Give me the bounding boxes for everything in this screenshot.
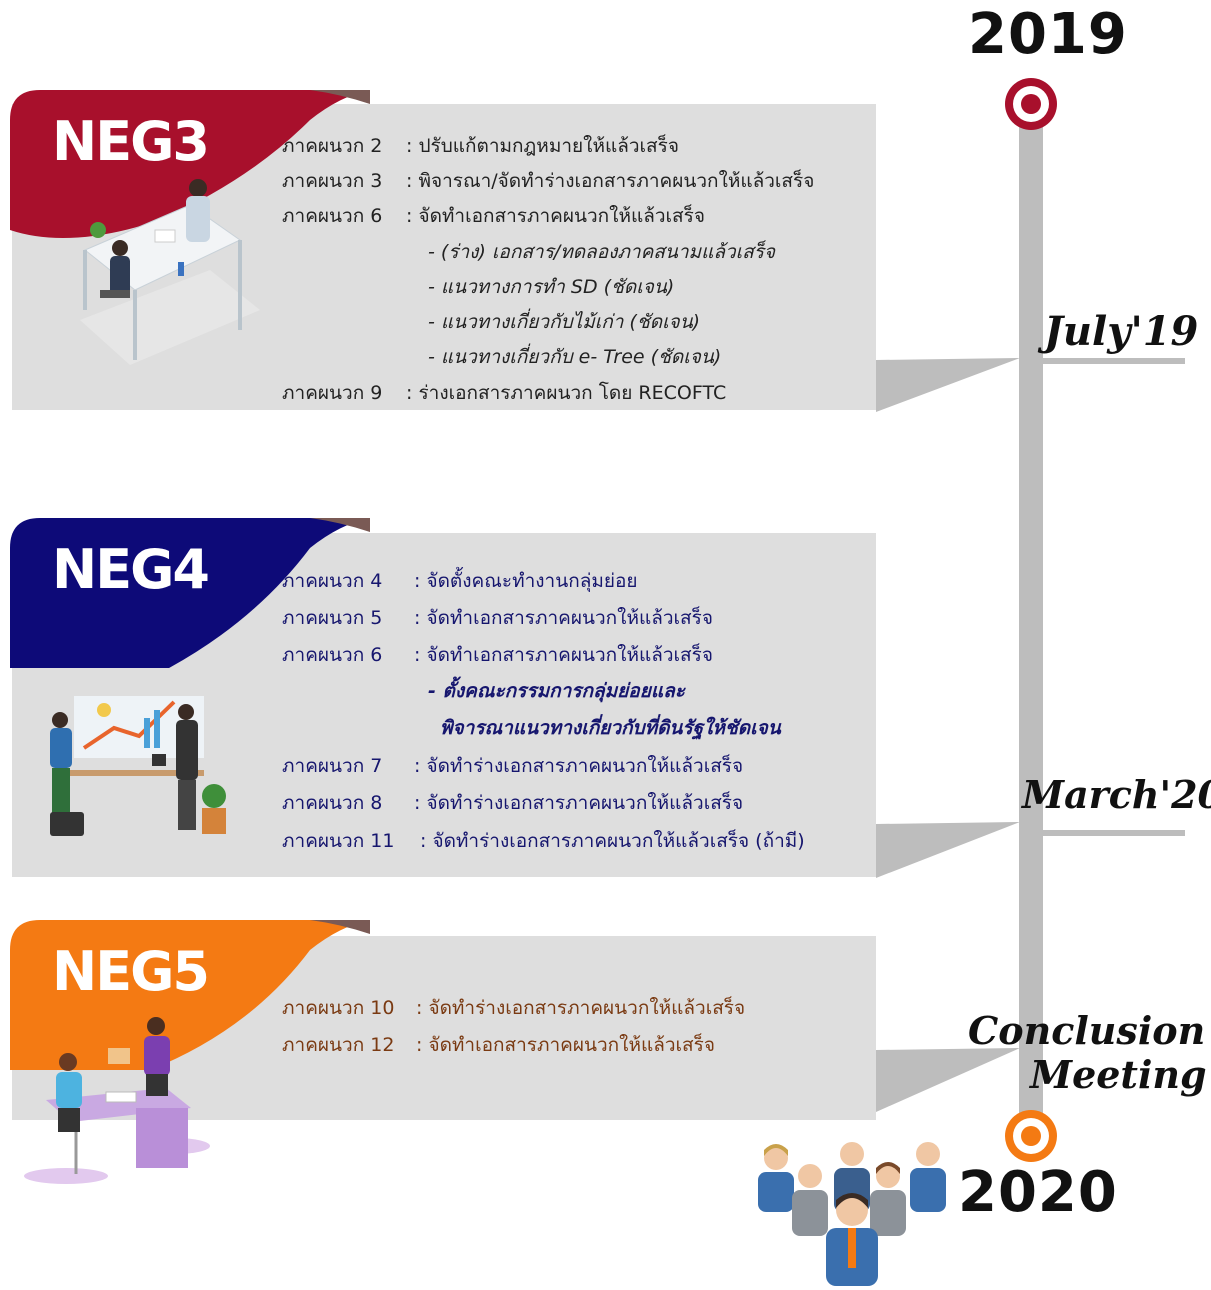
annex-text: : จัดทำร่างเอกสารภาคผนวกให้แล้วเสร็จ <box>416 997 746 1019</box>
annex-text: : จัดทำร่างเอกสารภาคผนวกให้แล้วเสร็จ (ถ้… <box>420 830 805 852</box>
annex-label: ภาคผนวก 7 <box>282 755 383 777</box>
neg3-tab <box>10 90 370 240</box>
neg4-title: NEG4 <box>52 538 210 601</box>
office-meeting-illustration <box>80 179 260 365</box>
annex-label: ภาคผนวก 6 <box>282 644 383 666</box>
annex-label: ภาคผนวก 11 <box>282 830 395 852</box>
annex-label: ภาคผนวก 2 <box>282 135 383 157</box>
annex-text: : พิจารณา/จัดทำร่างเอกสารภาคผนวกให้แล้วเ… <box>406 170 815 192</box>
milestone-conclusion: Conclusion <box>968 1008 1206 1053</box>
sub-item: - แนวทางการทำ SD (ชัดเจน) <box>428 276 675 298</box>
end-marker-icon <box>1005 1110 1057 1162</box>
connector-neg5 <box>876 1048 1020 1112</box>
annex-text: : จัดทำเอกสารภาคผนวกให้แล้วเสร็จ <box>414 607 713 629</box>
connector-neg3 <box>876 358 1020 412</box>
annex-label: ภาคผนวก 9 <box>282 382 383 404</box>
business-chart-illustration <box>50 696 226 836</box>
milestone-underline <box>1040 358 1185 364</box>
annex-text: : ร่างเอกสารภาคผนวก โดย RECOFTC <box>406 382 727 404</box>
annex-text: : จัดทำเอกสารภาคผนวกให้แล้วเสร็จ <box>416 1034 715 1056</box>
end-year-label: 2020 <box>958 1160 1118 1225</box>
neg5-tab <box>10 920 370 1070</box>
meeting-group-illustration <box>758 1142 946 1286</box>
sub-item: - (ร่าง) เอกสาร/ทดลองภาคสนามแล้วเสร็จ <box>428 241 776 263</box>
milestone-july19: July'19 <box>1044 308 1199 355</box>
annex-label: ภาคผนวก 4 <box>282 570 383 592</box>
annex-text: : จัดทำเอกสารภาคผนวกให้แล้วเสร็จ <box>414 644 713 666</box>
annex-label: ภาคผนวก 6 <box>282 205 383 227</box>
annex-label: ภาคผนวก 5 <box>282 607 383 629</box>
sub-item: - ตั้งคณะกรรมการกลุ่มย่อยและ <box>428 680 685 702</box>
milestone-underline <box>1040 830 1185 836</box>
annex-text: : จัดทำร่างเอกสารภาคผนวกให้แล้วเสร็จ <box>414 755 744 777</box>
annex-label: ภาคผนวก 12 <box>282 1034 395 1056</box>
milestone-meeting: Meeting <box>1030 1052 1207 1097</box>
connector-neg4 <box>876 822 1020 878</box>
annex-label: ภาคผนวก 10 <box>282 997 395 1019</box>
milestone-march20: March'20 <box>1022 772 1211 817</box>
neg5-title: NEG5 <box>52 940 210 1003</box>
annex-text: : ปรับแก้ตามกฎหมายให้แล้วเสร็จ <box>406 135 679 157</box>
annex-text: : จัดทำเอกสารภาคผนวกให้แล้วเสร็จ <box>406 205 705 227</box>
neg4-tab <box>10 518 370 668</box>
neg3-title: NEG3 <box>52 110 210 173</box>
start-year-label: 2019 <box>968 2 1128 67</box>
start-marker-icon <box>1005 78 1057 130</box>
office-work-illustration <box>24 1017 210 1184</box>
sub-item: - แนวทางเกี่ยวกับ e- Tree (ชัดเจน) <box>428 346 722 368</box>
annex-text: : จัดตั้งคณะทำงานกลุ่มย่อย <box>414 570 638 592</box>
sub-item: พิจารณาแนวทางเกี่ยวกับที่ดินรัฐให้ชัดเจน <box>440 717 781 739</box>
annex-label: ภาคผนวก 3 <box>282 170 383 192</box>
annex-label: ภาคผนวก 8 <box>282 792 383 814</box>
sub-item: - แนวทางเกี่ยวกับไม้เก่า (ชัดเจน) <box>428 311 701 333</box>
timeline-axis <box>1019 120 1043 1120</box>
annex-text: : จัดทำร่างเอกสารภาคผนวกให้แล้วเสร็จ <box>414 792 744 814</box>
